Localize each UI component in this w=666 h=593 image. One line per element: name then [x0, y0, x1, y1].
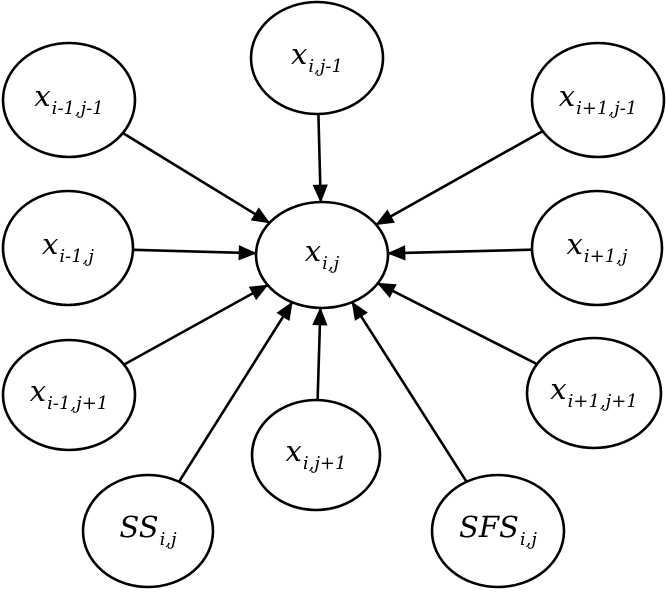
node-sfs: SFSi,j — [430, 473, 566, 589]
node-label-sub: i+1,j+1 — [568, 391, 638, 412]
node-label-base: SS — [119, 510, 158, 544]
node-ss: SSi,j — [81, 473, 215, 589]
node-label-base: x — [286, 434, 302, 468]
node-x-ip1-jp1: xi+1,j+1 — [525, 336, 663, 450]
node-label-sub: i,j — [160, 529, 177, 550]
edge-x-im1-jm1-to-center — [122, 131, 271, 225]
node-label: SFSi,j — [459, 510, 537, 550]
node-label-base: x — [559, 79, 575, 113]
node-label: xi,j-1 — [291, 37, 343, 77]
edge-x-ip1-jp1-to-center — [376, 282, 538, 366]
node-ellipse — [430, 473, 566, 589]
node-label-sub: i+1,j — [584, 246, 628, 267]
node-ellipse — [254, 200, 390, 310]
node-label: xi,j — [305, 234, 340, 274]
node-label-base: x — [291, 37, 307, 71]
node-label-base: x — [30, 374, 46, 408]
edge-x-i-jm1-to-center — [312, 113, 328, 203]
node-label: xi-1,j — [42, 227, 94, 267]
edge-ss-to-center — [177, 301, 294, 483]
node-x-im1-j: xi-1,j — [1, 189, 135, 307]
node-label: SSi,j — [119, 510, 177, 550]
node-label-sub: i-1,j — [59, 246, 94, 267]
edge-x-ip1-j-to-center — [387, 245, 533, 261]
node-x-ip1-jm1: xi+1,j-1 — [530, 41, 666, 159]
node-label-sub: i+1,j-1 — [576, 98, 637, 119]
edge-x-im1-j-to-center — [132, 245, 257, 261]
node-ellipse — [1, 41, 137, 159]
edge-x-i-jp1-to-center — [312, 307, 328, 401]
node-label-base: x — [305, 234, 321, 268]
node-label-sub: i-1,j+1 — [47, 393, 108, 414]
node-x-ip1-j: xi+1,j — [530, 189, 664, 307]
node-ellipse — [1, 338, 137, 452]
node-x-i-jm1: xi,j-1 — [249, 0, 385, 116]
node-ellipse — [249, 0, 385, 116]
node-ellipse — [1, 189, 135, 307]
node-label: xi,j+1 — [286, 434, 347, 474]
node-label-base: x — [34, 79, 50, 113]
node-label: xi-1,j+1 — [30, 374, 109, 414]
node-ellipse — [530, 41, 666, 159]
node-x-im1-jp1: xi-1,j+1 — [1, 338, 137, 452]
node-label-sub: i,j — [520, 529, 537, 550]
node-label-base: x — [42, 227, 58, 261]
node-x-ij-center: xi,j — [254, 200, 390, 310]
node-label-sub: i,j-1 — [308, 56, 343, 77]
node-ellipse — [81, 473, 215, 589]
node-label: xi+1,j+1 — [550, 372, 638, 412]
node-label-base: x — [567, 227, 583, 261]
node-label-sub: i,j — [322, 253, 339, 274]
node-x-im1-jm1: xi-1,j-1 — [1, 41, 137, 159]
node-x-i-jp1: xi,j+1 — [250, 398, 382, 512]
node-label-base: SFS — [459, 510, 519, 544]
node-ellipse — [250, 398, 382, 512]
node-label: xi+1,j — [567, 227, 628, 267]
node-label: xi-1,j-1 — [34, 79, 104, 119]
edge-x-im1-jp1-to-center — [123, 283, 269, 366]
node-label-sub: i,j+1 — [303, 453, 347, 474]
node-label-sub: i-1,j-1 — [52, 98, 104, 119]
edge-x-ip1-jm1-to-center — [375, 129, 544, 226]
node-label-base: x — [550, 372, 566, 406]
node-ellipse — [530, 189, 664, 307]
node-label: xi+1,j-1 — [559, 79, 638, 119]
node-ellipse — [525, 336, 663, 450]
edge-sfs-to-center — [351, 301, 468, 483]
